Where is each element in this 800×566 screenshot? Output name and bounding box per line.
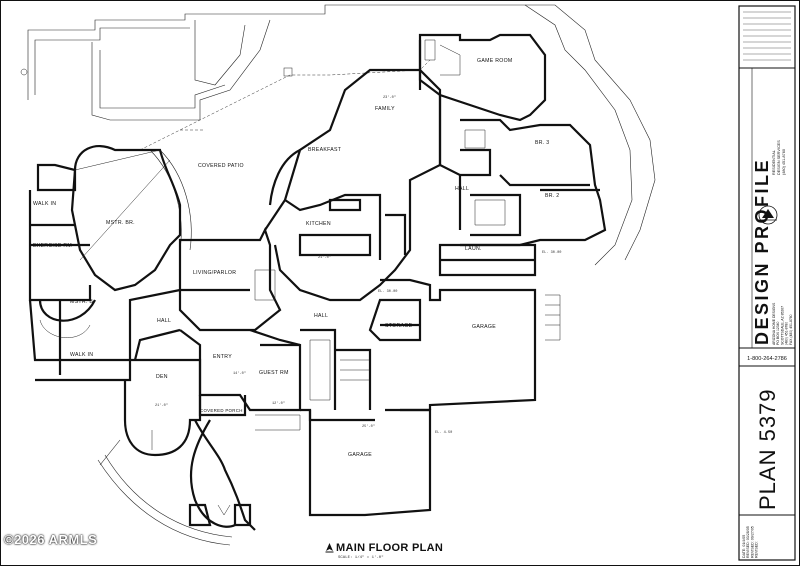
- dim-entry-depth: 14'-0": [233, 371, 246, 376]
- title-block-brand: DESIGN PROFILE: [752, 158, 772, 345]
- room-label-family: FAMILY: [375, 106, 395, 112]
- room-label-breakfast: BREAKFAST: [308, 147, 342, 153]
- dim-garage-width: 25'-0": [362, 424, 375, 429]
- room-label-guest-room: GUEST RM: [259, 370, 289, 376]
- elevation-label-3000-b: EL. 30.00: [378, 290, 397, 294]
- room-label-bedroom-2: BR. 2: [545, 193, 559, 199]
- room-label-game-room: GAME ROOM: [477, 58, 513, 64]
- site-outline: [27, 4, 656, 546]
- elevation-label-450: EL. 4.50: [435, 431, 452, 435]
- room-label-exercise-room: EXERCISE RM: [33, 243, 72, 249]
- plan-scale: SCALE: 1/4" = 1'-0": [338, 556, 384, 560]
- title-block-company-line: (480) 451-8780: [785, 322, 789, 345]
- title-block-company-line: PO BOX 12340: [776, 322, 780, 345]
- room-label-master-bedroom: MSTR. BR.: [106, 220, 135, 226]
- room-label-entry: ENTRY: [213, 354, 232, 360]
- room-label-walk-in-top: WALK IN: [33, 201, 56, 207]
- title-block-company-line: FAX (480) 451-8780: [789, 314, 793, 345]
- title-block-company-line: ARIZONA HOME DESIGNS: [772, 302, 776, 345]
- title-block-frame: [738, 5, 796, 561]
- mls-watermark: ©2026 ARMLS: [4, 532, 98, 547]
- room-label-living-parlor: LIVING/PARLOR: [193, 270, 236, 276]
- title-block-date-line: REVISED:: [755, 541, 759, 558]
- title-block-notes: [743, 11, 791, 61]
- compass-north-icon: [325, 543, 334, 553]
- title-block-company-line: SCOTTSDALE, AZ 85267: [780, 306, 784, 345]
- title-block-address-line: DESIGN SERVICES: [777, 140, 781, 175]
- dimension-labels: 23'-0" 21'-0" 25'-0" 21'-0" 14'-0" 12'-0…: [155, 95, 396, 429]
- dim-guest-width: 12'-0": [272, 401, 285, 406]
- room-label-den: DEN: [156, 374, 168, 380]
- room-label-walk-in-lower: WALK IN: [70, 352, 93, 358]
- room-label-bedroom-3: BR. 3: [535, 140, 549, 146]
- room-label-master-bath: MSTR. B: [70, 299, 93, 305]
- title-block-date-line: REVISED: 03/28/05: [746, 526, 750, 558]
- room-label-laundry: LAUN.: [465, 246, 482, 252]
- room-label-garage-lower: GARAGE: [348, 452, 372, 458]
- room-label-storage: STORAGE: [385, 323, 413, 329]
- interior-details: [20, 39, 561, 516]
- dim-den-width: 21'-0": [155, 403, 168, 408]
- title-block-address-line: RESIDENTIAL: [772, 150, 776, 175]
- title-block-phone: 1-800-264-2786: [747, 356, 787, 362]
- title-block-date-line: REVISED: 09/27/05: [750, 526, 754, 558]
- elevation-label-3000: EL. 30.00: [542, 251, 561, 255]
- dim-family-width: 23'-0": [383, 95, 396, 100]
- room-label-covered-porch: COVERED PORCH: [200, 408, 243, 413]
- room-labels: GAME ROOM FAMILY BREAKFAST COVERED PATIO…: [33, 58, 561, 458]
- dim-kitchen-width: 21'-0": [318, 255, 331, 260]
- house-walls: [28, 33, 607, 531]
- title-block-address-line: (480) 451-8760: [782, 149, 786, 175]
- room-label-kitchen: KITCHEN: [306, 221, 331, 227]
- plan-title: MAIN FLOOR PLAN: [336, 542, 444, 554]
- title-block-date-line: DATE: 01/4/05: [742, 535, 746, 558]
- room-label-covered-patio: COVERED PATIO: [198, 163, 244, 169]
- room-label-garage-right: GARAGE: [472, 324, 496, 330]
- room-label-hall-left: HALL: [157, 318, 171, 324]
- title-block-plan-number: PLAN 5379: [755, 388, 780, 510]
- room-label-hall-center: HALL: [314, 313, 328, 319]
- patio-dashed-outline: [139, 59, 431, 151]
- room-label-hall-right: HALL: [455, 186, 469, 192]
- brand-logo-icon: [758, 205, 778, 225]
